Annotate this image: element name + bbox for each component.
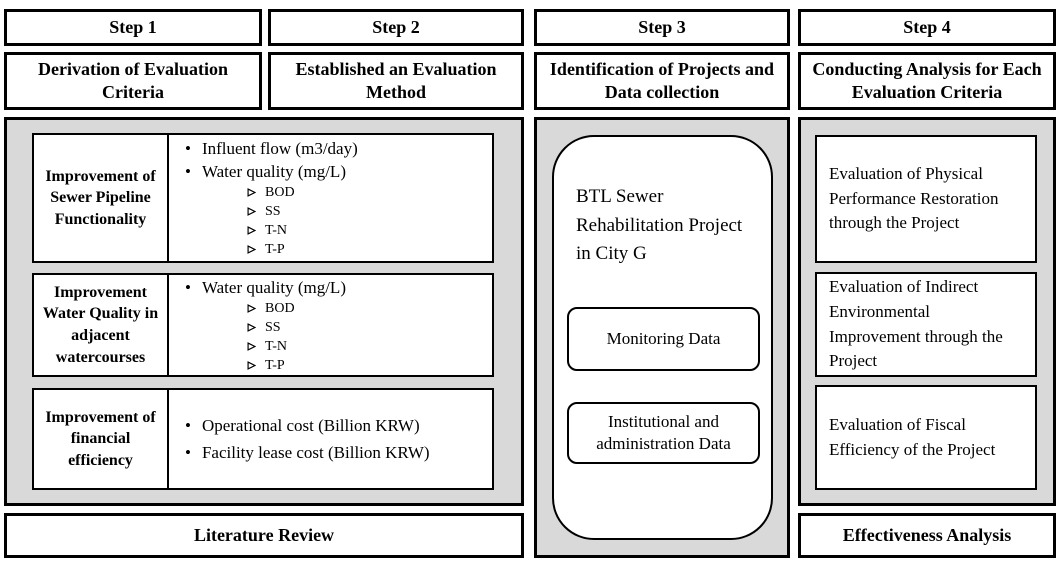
sub-bullet-text: T-P: [265, 242, 285, 257]
arrow-bullet-icon: [247, 207, 256, 216]
evaluation-box-2: Evaluation of Indirect Environmental Imp…: [815, 272, 1037, 377]
sub-bullet-text: BOD: [265, 300, 295, 316]
bullet-text: Facility lease cost (Billion KRW): [201, 443, 430, 462]
step4-header: Step 4: [798, 9, 1056, 46]
criteria-row-3: Improvement of financial efficiency Oper…: [32, 388, 494, 490]
project-title: BTL Sewer Rehabilitation Project in City…: [576, 186, 743, 264]
step3-title: Identification of Projects and Data coll…: [534, 52, 790, 110]
bullet-text: Operational cost (Billion KRW): [201, 416, 420, 435]
arrow-bullet-icon: [247, 360, 256, 370]
bullet-icon: [185, 414, 191, 437]
sub-bullet-text: T-P: [265, 357, 285, 373]
sub-bullet-text: SS: [265, 204, 281, 219]
criteria-row-1: Improvement of Sewer Pipeline Functional…: [32, 133, 494, 263]
criteria-content-1: Influent flow (m3/day) Water quality (mg…: [169, 135, 492, 261]
criteria-row-2: Improvement Water Quality in adjacent wa…: [32, 273, 494, 377]
sub-bullet-item: BOD: [247, 183, 488, 202]
sub-bullet-item: SS: [247, 318, 488, 337]
sub-bullet-text: SS: [265, 319, 281, 335]
arrow-bullet-icon: [247, 226, 256, 235]
literature-review-bar: Literature Review: [4, 513, 524, 558]
step4-title: Conducting Analysis for Each Evaluation …: [798, 52, 1056, 110]
evaluation-panel: Evaluation of Physical Performance Resto…: [798, 117, 1056, 506]
criteria-panel: Improvement of Sewer Pipeline Functional…: [4, 117, 524, 506]
bullet-item: Facility lease cost (Billion KRW): [185, 441, 488, 464]
step1-header: Step 1: [4, 9, 262, 46]
sub-bullet-item: T-P: [247, 240, 488, 259]
bullet-icon: [185, 160, 191, 183]
bullet-text: Water quality (mg/L): [201, 277, 346, 297]
arrow-bullet-icon: [247, 188, 256, 197]
criteria-label-3: Improvement of financial efficiency: [34, 390, 169, 488]
bullet-icon: [185, 137, 191, 160]
project-container: BTL Sewer Rehabilitation Project in City…: [552, 135, 773, 540]
sub-bullet-text: BOD: [265, 185, 295, 200]
bullet-item: Influent flow (m3/day): [185, 137, 488, 160]
bullet-icon: [185, 276, 191, 299]
sub-bullet-item: BOD: [247, 299, 488, 318]
arrow-bullet-icon: [247, 303, 256, 313]
sub-bullet-text: T-N: [265, 223, 288, 238]
sub-bullet-text: T-N: [265, 338, 288, 354]
bullet-icon: [185, 441, 191, 464]
bullet-item: Water quality (mg/L): [185, 276, 488, 299]
evaluation-box-1: Evaluation of Physical Performance Resto…: [815, 135, 1037, 263]
sub-bullet-item: T-P: [247, 356, 488, 375]
arrow-bullet-icon: [247, 341, 256, 351]
sub-bullet-item: SS: [247, 202, 488, 221]
arrow-bullet-icon: [247, 245, 256, 254]
bullet-item: Operational cost (Billion KRW): [185, 414, 488, 437]
evaluation-box-3: Evaluation of Fiscal Efficiency of the P…: [815, 385, 1037, 490]
monitoring-data-box: Monitoring Data: [567, 307, 760, 371]
institutional-data-box: Institutional and administration Data: [567, 402, 760, 464]
effectiveness-analysis-bar: Effectiveness Analysis: [798, 513, 1056, 558]
criteria-content-2: Water quality (mg/L) BOD SS T-N T-P: [169, 275, 492, 375]
sub-bullet-item: T-N: [247, 221, 488, 240]
step1-title: Derivation of Evaluation Criteria: [4, 52, 262, 110]
bullet-text: Water quality (mg/L): [201, 162, 346, 181]
criteria-label-2: Improvement Water Quality in adjacent wa…: [34, 275, 169, 375]
sub-bullet-item: T-N: [247, 337, 488, 356]
criteria-content-3: Operational cost (Billion KRW) Facility …: [169, 390, 492, 488]
bullet-item: Water quality (mg/L): [185, 160, 488, 183]
step2-title: Established an Evaluation Method: [268, 52, 524, 110]
bullet-text: Influent flow (m3/day): [201, 139, 358, 158]
project-panel: BTL Sewer Rehabilitation Project in City…: [534, 117, 790, 558]
step3-header: Step 3: [534, 9, 790, 46]
criteria-label-1: Improvement of Sewer Pipeline Functional…: [34, 135, 169, 261]
arrow-bullet-icon: [247, 322, 256, 332]
step2-header: Step 2: [268, 9, 524, 46]
